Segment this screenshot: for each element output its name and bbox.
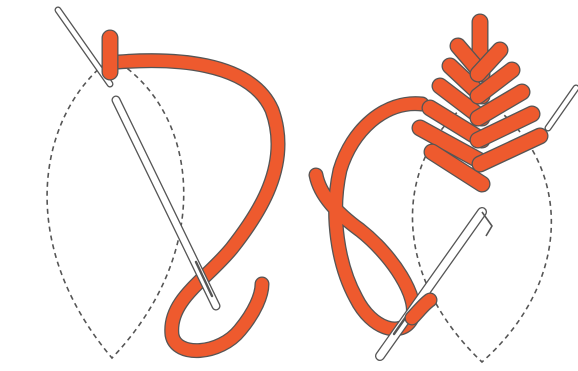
figure-step-2	[316, 22, 576, 362]
needle-left	[116, 100, 216, 306]
thread-right	[316, 104, 422, 329]
stitches-right-side	[478, 50, 540, 164]
thread-left	[118, 61, 278, 351]
needle-tip-right	[548, 88, 576, 128]
needle-right	[380, 212, 492, 356]
fishbone-stitches	[420, 22, 540, 184]
figure-step-1	[47, 10, 278, 358]
